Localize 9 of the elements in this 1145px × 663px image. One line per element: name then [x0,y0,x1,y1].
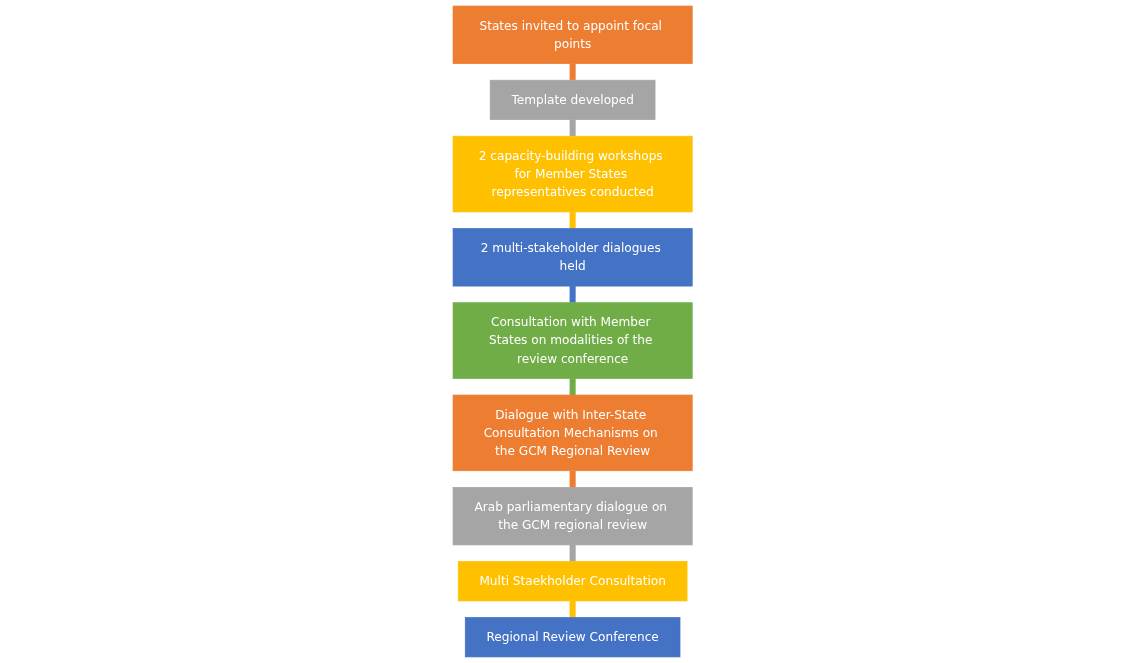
node-box: Template developed [489,79,656,120]
node-box: 2 capacity-building workshops for Member States representatives conducted [452,135,693,213]
node-box: Arab parliamentary dialogue on the GCM regional review [452,487,693,546]
node-box: Multi Staekholder Consultation [457,561,688,602]
node-box: Consultation with Member States on modalities of the review conference [452,302,693,379]
node-box: 2 multi-stakeholder dialogues held [452,228,693,287]
node-box: Dialogue with Inter-State Consultation Mechanisms on the GCM Regional Review [452,394,693,472]
node-box: States invited to appoint focal points [452,5,693,64]
node-box: Regional Review Conference [464,617,681,658]
